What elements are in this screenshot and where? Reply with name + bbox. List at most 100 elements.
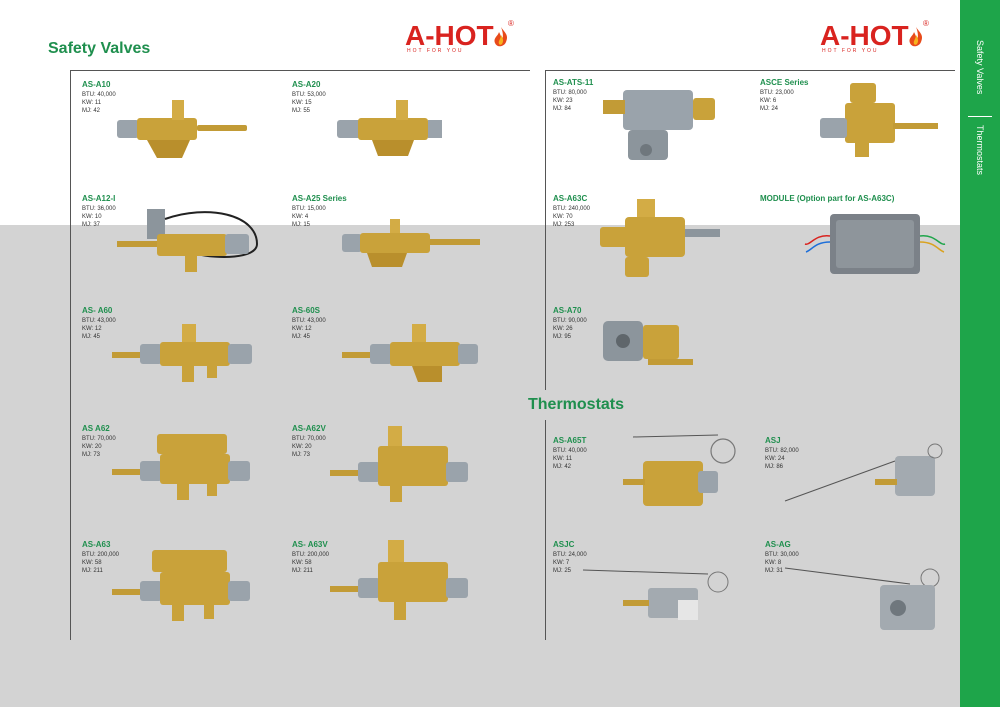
product-as-a70[interactable]: AS-A70 BTU: 90,000 KW: 26 MJ: 95 xyxy=(553,306,753,416)
product-kw: KW: 12 xyxy=(292,326,312,332)
registered-mark: ® xyxy=(923,19,929,28)
product-as-a62v[interactable]: AS-A62V BTU: 70,000 KW: 20 MJ: 73 xyxy=(292,424,492,534)
product-mj: MJ: 31 xyxy=(765,568,784,574)
product-name: AS- A60 xyxy=(82,306,113,315)
product-name: MODULE (Option part for AS-A63C) xyxy=(760,194,895,203)
product-name: AS-A12-I xyxy=(82,194,116,203)
product-name: ASJC xyxy=(553,540,575,549)
right-column-rule-lower xyxy=(545,420,546,640)
product-btu: BTU: 53,000 xyxy=(292,92,326,98)
product-asj[interactable]: ASJ BTU: 82,000 KW: 24 MJ: 86 xyxy=(765,436,965,546)
valve-image xyxy=(820,83,938,157)
product-mj: MJ: 37 xyxy=(82,222,101,228)
product-kw: KW: 58 xyxy=(292,560,312,566)
thermostat-image xyxy=(582,569,729,620)
product-btu: BTU: 43,000 xyxy=(82,318,116,324)
product-name: AS-AG xyxy=(765,540,791,549)
product-as-a63[interactable]: AS-A63 BTU: 200,000 KW: 58 MJ: 211 xyxy=(82,540,282,650)
valve-image xyxy=(342,324,478,382)
product-mj: MJ: 42 xyxy=(82,108,101,114)
valve-image xyxy=(330,540,468,620)
product-btu: BTU: 200,000 xyxy=(292,552,330,558)
product-mj: MJ: 211 xyxy=(292,568,313,574)
right-header-rule xyxy=(545,70,955,71)
brand-logo-right: A-HOT ® HOT FOR YOU xyxy=(820,19,940,60)
product-kw: KW: 20 xyxy=(292,444,312,450)
product-name: AS A62 xyxy=(82,424,110,433)
product-as-a60[interactable]: AS- A60 BTU: 43,000 KW: 12 MJ: 45 xyxy=(82,306,282,416)
valve-image xyxy=(342,219,480,267)
product-name: ASCE Series xyxy=(760,78,809,87)
valve-image xyxy=(117,209,259,272)
brand-tagline: HOT FOR YOU xyxy=(822,48,879,54)
product-kw: KW: 6 xyxy=(760,98,777,104)
product-as-ats-11[interactable]: AS-ATS-11 BTU: 80,000 KW: 23 MJ: 84 xyxy=(553,78,753,188)
product-mj: MJ: 15 xyxy=(292,222,311,228)
product-btu: BTU: 80,000 xyxy=(553,90,587,96)
product-name: AS-A63C xyxy=(553,194,588,203)
product-asjc[interactable]: ASJC BTU: 24,000 KW: 7 MJ: 25 xyxy=(553,540,753,650)
product-mj: MJ: 24 xyxy=(760,106,779,112)
product-as-a20[interactable]: AS-A20 BTU: 53,000 KW: 15 MJ: 55 xyxy=(292,80,492,190)
valve-image xyxy=(600,199,720,277)
product-as-a65t[interactable]: AS-A65T BTU: 40,000 KW: 11 MJ: 42 xyxy=(553,434,753,546)
registered-mark: ® xyxy=(508,19,514,28)
product-mj: MJ: 73 xyxy=(292,452,311,458)
product-btu: BTU: 23,000 xyxy=(760,90,794,96)
product-kw: KW: 8 xyxy=(765,560,782,566)
product-as-ag[interactable]: AS-AG BTU: 30,000 KW: 8 MJ: 31 xyxy=(765,540,965,650)
side-tab-safety-valves[interactable]: Safety Valves xyxy=(975,40,985,95)
thermostat-image xyxy=(623,434,736,506)
product-as-a10[interactable]: AS-A10 BTU: 40,000 KW: 11 MJ: 42 xyxy=(82,80,282,190)
product-mj: MJ: 84 xyxy=(553,106,572,112)
product-kw: KW: 7 xyxy=(553,560,570,566)
product-mj: MJ: 73 xyxy=(82,452,101,458)
product-kw: KW: 70 xyxy=(553,214,573,220)
product-kw: KW: 15 xyxy=(292,100,312,106)
thermostat-image xyxy=(784,443,943,502)
side-tab-bar: Safety Valves Thermostats xyxy=(960,0,1000,707)
product-mj: MJ: 211 xyxy=(82,568,103,574)
right-column-rule-upper xyxy=(545,70,546,390)
product-kw: KW: 24 xyxy=(765,456,785,462)
brand-wordmark: A-HOT xyxy=(405,20,494,51)
product-kw: KW: 26 xyxy=(553,326,573,332)
brand-wordmark: A-HOT xyxy=(820,20,909,51)
valve-image xyxy=(112,434,250,500)
flame-icon xyxy=(909,27,923,47)
product-kw: KW: 12 xyxy=(82,326,102,332)
valve-image xyxy=(112,550,250,621)
product-as-a25-series[interactable]: AS-A25 Series BTU: 15,000 KW: 4 MJ: 15 xyxy=(292,194,492,304)
product-mj: MJ: 42 xyxy=(553,464,572,470)
side-tab-divider xyxy=(968,116,992,117)
product-name: AS-A70 xyxy=(553,306,582,315)
product-kw: KW: 11 xyxy=(82,100,102,106)
product-as-a63c[interactable]: AS-A63C BTU: 240,000 KW: 70 MJ: 253 xyxy=(553,194,753,304)
product-as-a62[interactable]: AS A62 BTU: 70,000 KW: 20 MJ: 73 xyxy=(82,424,282,534)
product-as-a12-i[interactable]: AS-A12-I BTU: 36,000 KW: 10 MJ: 37 xyxy=(82,194,282,304)
left-column-rule xyxy=(70,70,71,640)
product-mj: MJ: 45 xyxy=(292,334,311,340)
product-module[interactable]: MODULE (Option part for AS-A63C) xyxy=(760,194,950,304)
product-btu: BTU: 240,000 xyxy=(553,206,591,212)
product-name: AS-A10 xyxy=(82,80,111,89)
product-btu: BTU: 82,000 xyxy=(765,448,799,454)
product-btu: BTU: 15,000 xyxy=(292,206,326,212)
product-name: AS-A20 xyxy=(292,80,321,89)
brand-logo-left: A-HOT ® HOT FOR YOU xyxy=(405,19,525,60)
product-mj: MJ: 45 xyxy=(82,334,101,340)
valve-image xyxy=(117,100,247,158)
product-kw: KW: 4 xyxy=(292,214,309,220)
product-name: AS-A65T xyxy=(553,436,587,445)
product-as-a63v[interactable]: AS- A63V BTU: 200,000 KW: 58 MJ: 211 xyxy=(292,540,492,650)
product-name: AS-60S xyxy=(292,306,321,315)
product-mj: MJ: 95 xyxy=(553,334,572,340)
product-asce-series[interactable]: ASCE Series BTU: 23,000 KW: 6 MJ: 24 xyxy=(760,78,960,188)
product-name: ASJ xyxy=(765,436,781,445)
product-as-60s[interactable]: AS-60S BTU: 43,000 KW: 12 MJ: 45 xyxy=(292,306,492,416)
product-name: AS-A62V xyxy=(292,424,326,433)
product-kw: KW: 20 xyxy=(82,444,102,450)
valve-image xyxy=(112,324,252,382)
side-tab-thermostats[interactable]: Thermostats xyxy=(975,125,985,176)
valve-image xyxy=(603,90,715,160)
